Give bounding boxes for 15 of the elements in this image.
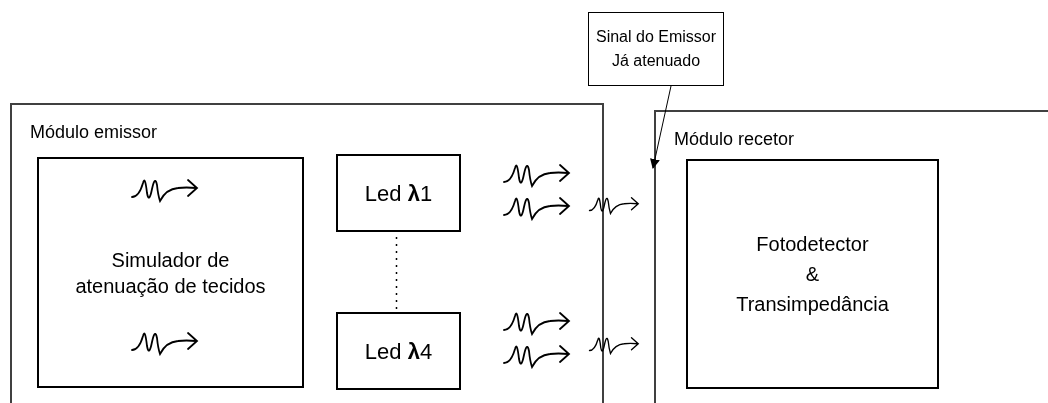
module-frame — [10, 103, 604, 403]
process-box — [37, 157, 304, 388]
box-label: Led λ4 — [364, 337, 433, 366]
module-title: Módulo emissor — [30, 121, 158, 144]
callout-box — [588, 12, 724, 86]
process-box — [686, 159, 939, 389]
process-box — [336, 312, 461, 390]
box-label: Fotodetector & Transimpedância — [735, 232, 890, 317]
process-box — [336, 154, 461, 232]
module-title: Módulo recetor — [674, 128, 795, 151]
box-label: Led λ1 — [364, 179, 433, 208]
box-label: Sinal do Emissor Já atenuado — [594, 27, 717, 71]
arrow — [650, 85, 672, 169]
module-frame — [654, 110, 1048, 403]
box-label: Simulador de atenuação de tecidos — [74, 247, 267, 299]
